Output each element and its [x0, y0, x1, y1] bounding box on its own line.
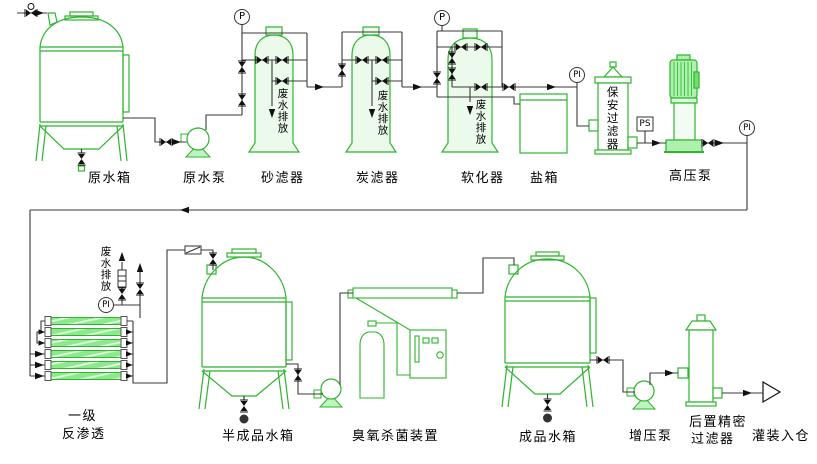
- label-salt-tank: 盐箱: [530, 171, 560, 186]
- semi-product-tank: [198, 248, 293, 424]
- label-raw-water-pump: 原水泵: [183, 171, 227, 186]
- waste-discharge-softener: 废水排放: [474, 99, 487, 145]
- label-carbon-filter: 炭滤器: [356, 171, 400, 186]
- label-ro-stage: 一级: [68, 409, 98, 424]
- label-raw-water-tank: 原水箱: [88, 171, 132, 186]
- raw-water-pump: [180, 127, 212, 158]
- filling-arrow-symbol: [762, 380, 782, 404]
- label-post-filter-2: 过滤器: [691, 432, 735, 447]
- label-product-tank: 成品水箱: [519, 430, 578, 445]
- ro-membrane-rack: [44, 316, 128, 381]
- ozone-gas-line: [376, 322, 410, 376]
- label-filling: 灌装入仓: [752, 429, 811, 444]
- gauge-P-sand: P: [238, 11, 246, 22]
- gauge-PI-ro: PI: [102, 300, 110, 310]
- switch-PS: PS: [639, 119, 651, 129]
- label-ro-osmosis: 反渗透: [62, 427, 106, 442]
- salt-tank: [519, 93, 568, 154]
- gauge-PI-security: PI: [573, 70, 581, 80]
- flow-meter-permeate: [184, 245, 202, 255]
- carbon-filter-vessel: [344, 26, 398, 153]
- high-pressure-pump: [664, 54, 704, 153]
- ozone-injector-line: [355, 297, 411, 331]
- pressure-indicator-icon: [98, 297, 114, 313]
- pressure-indicator-icon: [569, 67, 585, 83]
- valves: [24, 3, 715, 382]
- label-security-filter: 保安过滤器: [605, 86, 620, 151]
- post-precision-filter: [677, 314, 723, 407]
- gauge-PI-hp-pump: PI: [743, 123, 751, 133]
- waste-discharge-carbon: 废水排放: [376, 90, 389, 136]
- gauge-P-softener: P: [438, 12, 446, 23]
- booster-pump: [626, 380, 657, 410]
- instrument-bubbles: [98, 9, 755, 313]
- waste-discharge-sand: 废水排放: [276, 88, 289, 134]
- label-sand-filter: 砂滤器: [261, 171, 305, 186]
- pressure-gauge-icon: [234, 9, 250, 25]
- ozone-feed-pump: [313, 378, 344, 408]
- ozone-control-cabinet: [409, 329, 447, 379]
- flow-arrows: [35, 9, 752, 397]
- pressure-gauge-icon: [434, 10, 450, 26]
- flow-meter-waste: [117, 269, 127, 288]
- product-tank: [501, 251, 597, 423]
- label-high-pressure-pump: 高压泵: [669, 169, 713, 184]
- label-ozone-device: 臭氧杀菌装置: [352, 429, 440, 444]
- pressure-indicator-icon: [739, 120, 755, 136]
- oxygen-cylinder: [359, 320, 385, 399]
- raw-water-tank: [35, 11, 130, 172]
- label-booster-pump: 增压泵: [629, 429, 673, 444]
- ozone-sterilizer: [347, 287, 458, 399]
- label-post-filter-1: 后置精密: [689, 415, 748, 430]
- waste-discharge-ro: 废水排放: [99, 246, 112, 292]
- security-filter: [588, 61, 638, 155]
- label-semi-product-tank: 半成品水箱: [222, 429, 295, 444]
- pressure-switch-icon: [636, 116, 654, 132]
- label-softener: 软化器: [461, 171, 505, 186]
- sand-filter-vessel: [247, 26, 301, 153]
